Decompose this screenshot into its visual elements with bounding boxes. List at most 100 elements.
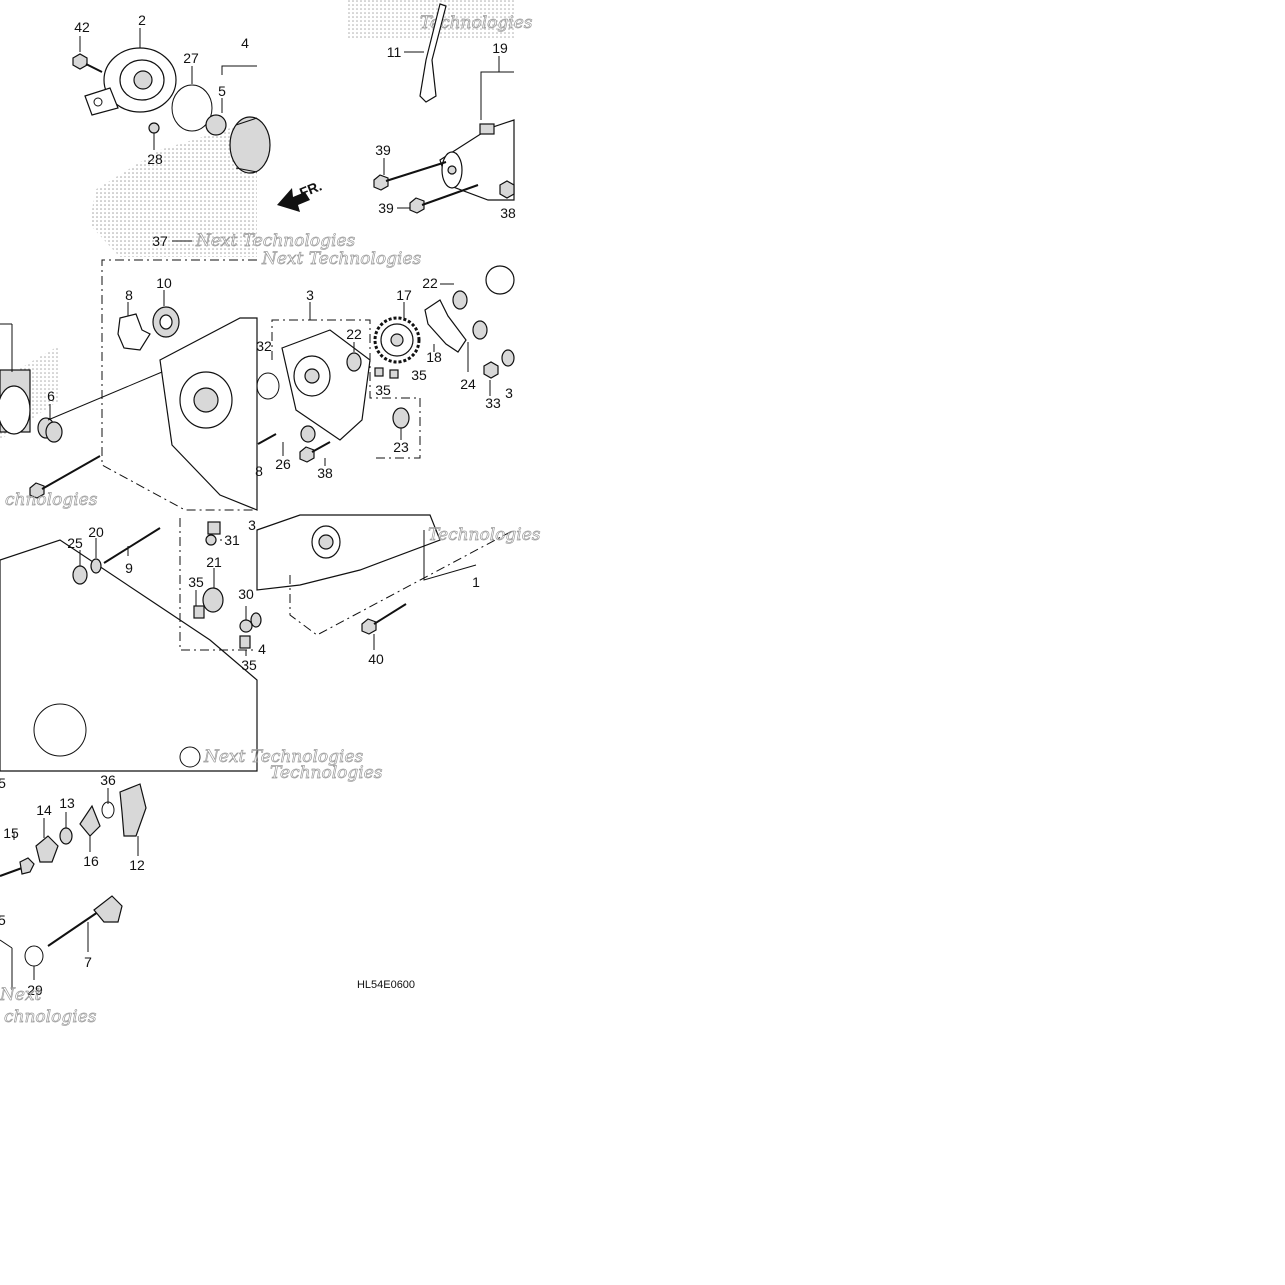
- front-marker: FR.: [297, 177, 324, 200]
- watermark: Technologies: [428, 525, 541, 545]
- callout-40: 40: [368, 651, 384, 667]
- o-ring-27-icon: [171, 84, 213, 132]
- tile-oil-pump-gears: 3 17 22 22 18 35 35 24 33 3 32 23 26 38 …: [255, 249, 515, 481]
- callout-35-cut: 35: [0, 912, 6, 928]
- callout-31: 31: [224, 532, 240, 548]
- diagram-code: HL54E0600: [357, 979, 415, 991]
- callout-8: 8: [125, 287, 133, 303]
- callout-3-cut: 3: [505, 385, 513, 401]
- dowel-35-a-icon: [374, 367, 384, 377]
- bolt-39-lower-icon: [409, 184, 479, 214]
- callout-38-top: 38: [500, 205, 516, 221]
- callout-27: 27: [183, 50, 199, 66]
- cap-14-icon: [35, 835, 59, 863]
- seal-5-icon: [205, 114, 227, 136]
- spring-13-icon: [59, 827, 73, 845]
- callout-10: 10: [156, 275, 172, 291]
- callout-18: 18: [426, 349, 442, 365]
- dowel-35-c-icon: [193, 605, 205, 619]
- bolt-38-center-icon: [299, 441, 331, 463]
- callout-22-lower: 22: [346, 326, 362, 342]
- stud-icon: [257, 433, 277, 445]
- callout-21: 21: [206, 554, 222, 570]
- callout-3-collar: 3: [248, 517, 256, 533]
- callout-11: 11: [387, 44, 402, 60]
- pin-9-icon: [103, 527, 161, 564]
- front-direction-arrow-icon: FR.: [277, 177, 324, 212]
- nut-33-icon: [483, 361, 499, 379]
- o-ring-36-icon: [101, 801, 115, 819]
- starter-motor-icon: [439, 119, 515, 201]
- bracket-11-icon: [419, 3, 447, 103]
- oil-filter-icon: [229, 116, 271, 174]
- bearing-21-icon: [202, 587, 224, 613]
- callout-3-pump: 3: [306, 287, 314, 303]
- callout-42: 42: [74, 19, 90, 35]
- callout-19: 19: [492, 40, 508, 56]
- watermark: Technologies: [420, 13, 533, 33]
- spring-6-icon: [37, 417, 63, 443]
- callout-39-bottom: 39: [378, 200, 394, 216]
- watermark: Next Technologies: [203, 747, 364, 767]
- oil-filter-element-icon: [0, 369, 31, 435]
- washer-31-icon: [205, 534, 217, 546]
- tile-starter-motor: Technologies FR. 11 19 3: [277, 0, 533, 221]
- bearing-25-icon: [72, 565, 88, 585]
- bearing-22-upper-icon: [452, 290, 468, 310]
- callout-15: 15: [3, 825, 19, 841]
- callout-7: 7: [84, 954, 92, 970]
- washer-34-icon: [501, 349, 515, 367]
- callout-1: 1: [472, 574, 480, 590]
- callout-35-bottom: 35: [241, 657, 257, 673]
- washer-26-icon: [300, 425, 316, 443]
- bolt-38-icon: [499, 180, 515, 199]
- washer-30-icon: [239, 619, 253, 633]
- callout-28: 28: [147, 151, 163, 167]
- dowel-35-b-icon: [389, 369, 399, 379]
- bolt-39-upper-icon: [373, 161, 447, 191]
- washer-28-icon: [148, 122, 160, 134]
- tile-oil-filter-cover: 42 2 27 4 5 28 37 Next Technologies: [72, 12, 356, 257]
- watermark: Technologies: [270, 763, 383, 783]
- callout-38-center: 38: [317, 465, 333, 481]
- callout-37: 37: [152, 233, 168, 249]
- tile-crankcase: 25 20 9 3 31 21 35 30 4 35 Next Technolo…: [0, 517, 364, 772]
- plate-16-icon: [79, 804, 101, 837]
- oil-pump-body-icon: [281, 329, 371, 441]
- tensioner-arm-18-icon: [424, 299, 467, 353]
- o-ring-32-icon: [256, 372, 280, 400]
- callout-30: 30: [238, 586, 254, 602]
- bearing-23-icon: [392, 407, 410, 429]
- watermark: chnologies: [5, 490, 98, 510]
- crankcase-icon: [0, 539, 258, 772]
- washer-20-icon: [90, 558, 102, 574]
- tile-right-cover: 1 40 Technologies Technologies: [256, 514, 541, 783]
- callout-29: 29: [27, 982, 43, 998]
- oil-filter-cover-icon: [84, 47, 177, 116]
- dipstick-7-icon: [47, 895, 123, 947]
- callout-22-upper: 22: [422, 275, 438, 291]
- watermark: chnologies: [4, 1007, 97, 1027]
- callout-26: 26: [275, 456, 291, 472]
- crankcase-cover-icon: [159, 317, 258, 511]
- callout-25: 25: [67, 535, 83, 551]
- long-bolt-icon: [29, 455, 101, 499]
- bolt-40-icon: [361, 603, 407, 635]
- callout-39-top: 39: [375, 142, 391, 158]
- callout-12: 12: [129, 857, 145, 873]
- washer-24-icon: [472, 320, 488, 340]
- drain-bolt-15-icon: [0, 857, 35, 877]
- callout-17: 17: [396, 287, 412, 303]
- right-crankcase-cover-icon: [256, 514, 441, 591]
- pump-rotor-8-icon: [117, 313, 151, 351]
- callout-24: 24: [460, 376, 476, 392]
- watermark: Next Technologies: [195, 231, 356, 251]
- callout-36: 36: [100, 772, 116, 788]
- tile-left-crankcase-cover: 8 10 6 chnologies: [0, 259, 258, 511]
- callout-33: 33: [485, 395, 501, 411]
- gear-17-icon: [373, 316, 421, 364]
- dowel-35-d-icon: [239, 635, 251, 649]
- callout-35-mid: 35: [188, 574, 204, 590]
- callout-2: 2: [138, 12, 146, 28]
- callout-20: 20: [88, 524, 104, 540]
